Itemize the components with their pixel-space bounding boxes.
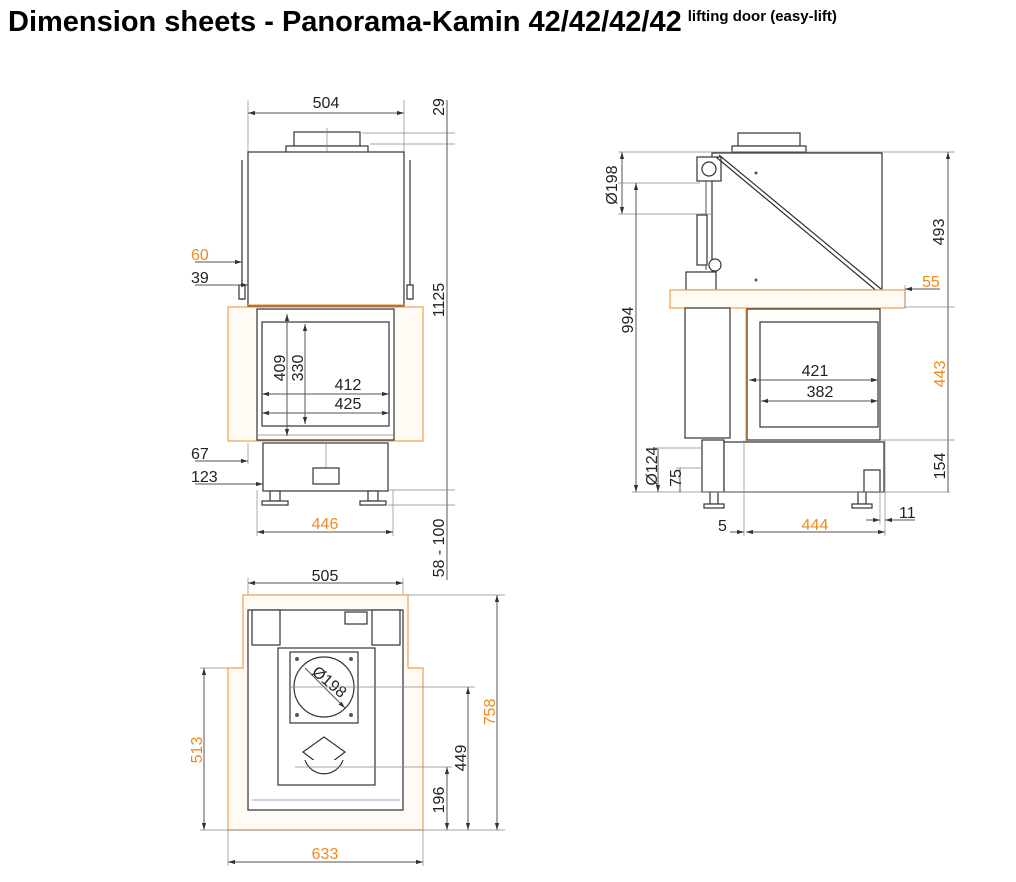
dim-11: 11 [899,505,916,522]
dim-1125: 1125 [431,283,448,318]
dim-5: 5 [718,518,727,535]
dim-39: 39 [191,270,209,287]
lift-rod [715,156,879,293]
dim-421: 421 [802,363,829,380]
dim-443: 443 [932,361,949,388]
dim-330: 330 [290,355,307,382]
dim-409: 409 [272,355,289,382]
dim-123: 123 [191,469,218,486]
dim-29: 29 [431,98,448,116]
dim-446: 446 [312,516,339,533]
dim-505: 505 [312,568,339,585]
side-view: Ø198 994 Ø124 75 493 55 443 154 421 382 … [604,132,955,536]
foot-left [261,500,289,506]
front-view: 504 409 330 412 425 [191,95,455,580]
dim-124: Ø124 [644,446,661,485]
dim-994: 994 [620,307,637,334]
dim-412: 412 [335,377,362,394]
dim-493: 493 [931,219,948,246]
dim-196: 196 [431,787,448,814]
title-main: Dimension sheets - Panorama-Kamin 42/42/… [8,6,682,38]
glass-door [261,321,390,427]
dim-154: 154 [932,453,949,480]
dim-55: 55 [922,274,940,291]
side-cladding-bar [669,289,906,309]
dim-60: 60 [191,247,209,264]
dim-side-198: Ø198 [604,165,621,204]
dim-758: 758 [482,699,499,726]
dim-58-100: 58 - 100 [431,519,448,578]
dim-504: 504 [313,95,340,112]
dim-449: 449 [453,745,470,772]
dim-75: 75 [668,469,685,487]
dim-633: 633 [312,846,339,863]
dim-425: 425 [335,396,362,413]
side-column [684,307,731,439]
page-title: Dimension sheets - Panorama-Kamin 42/42/… [8,6,837,39]
foot-right [359,500,387,506]
top-view: 505 Ø198 513 449 196 758 633 [189,568,505,866]
dim-382: 382 [807,384,834,401]
title-subtitle: lifting door (easy-lift) [687,8,837,25]
upper-body [247,151,405,307]
dim-67: 67 [191,446,209,463]
dim-444: 444 [802,517,829,534]
dim-513: 513 [189,737,206,764]
side-flue-collar [737,132,801,147]
